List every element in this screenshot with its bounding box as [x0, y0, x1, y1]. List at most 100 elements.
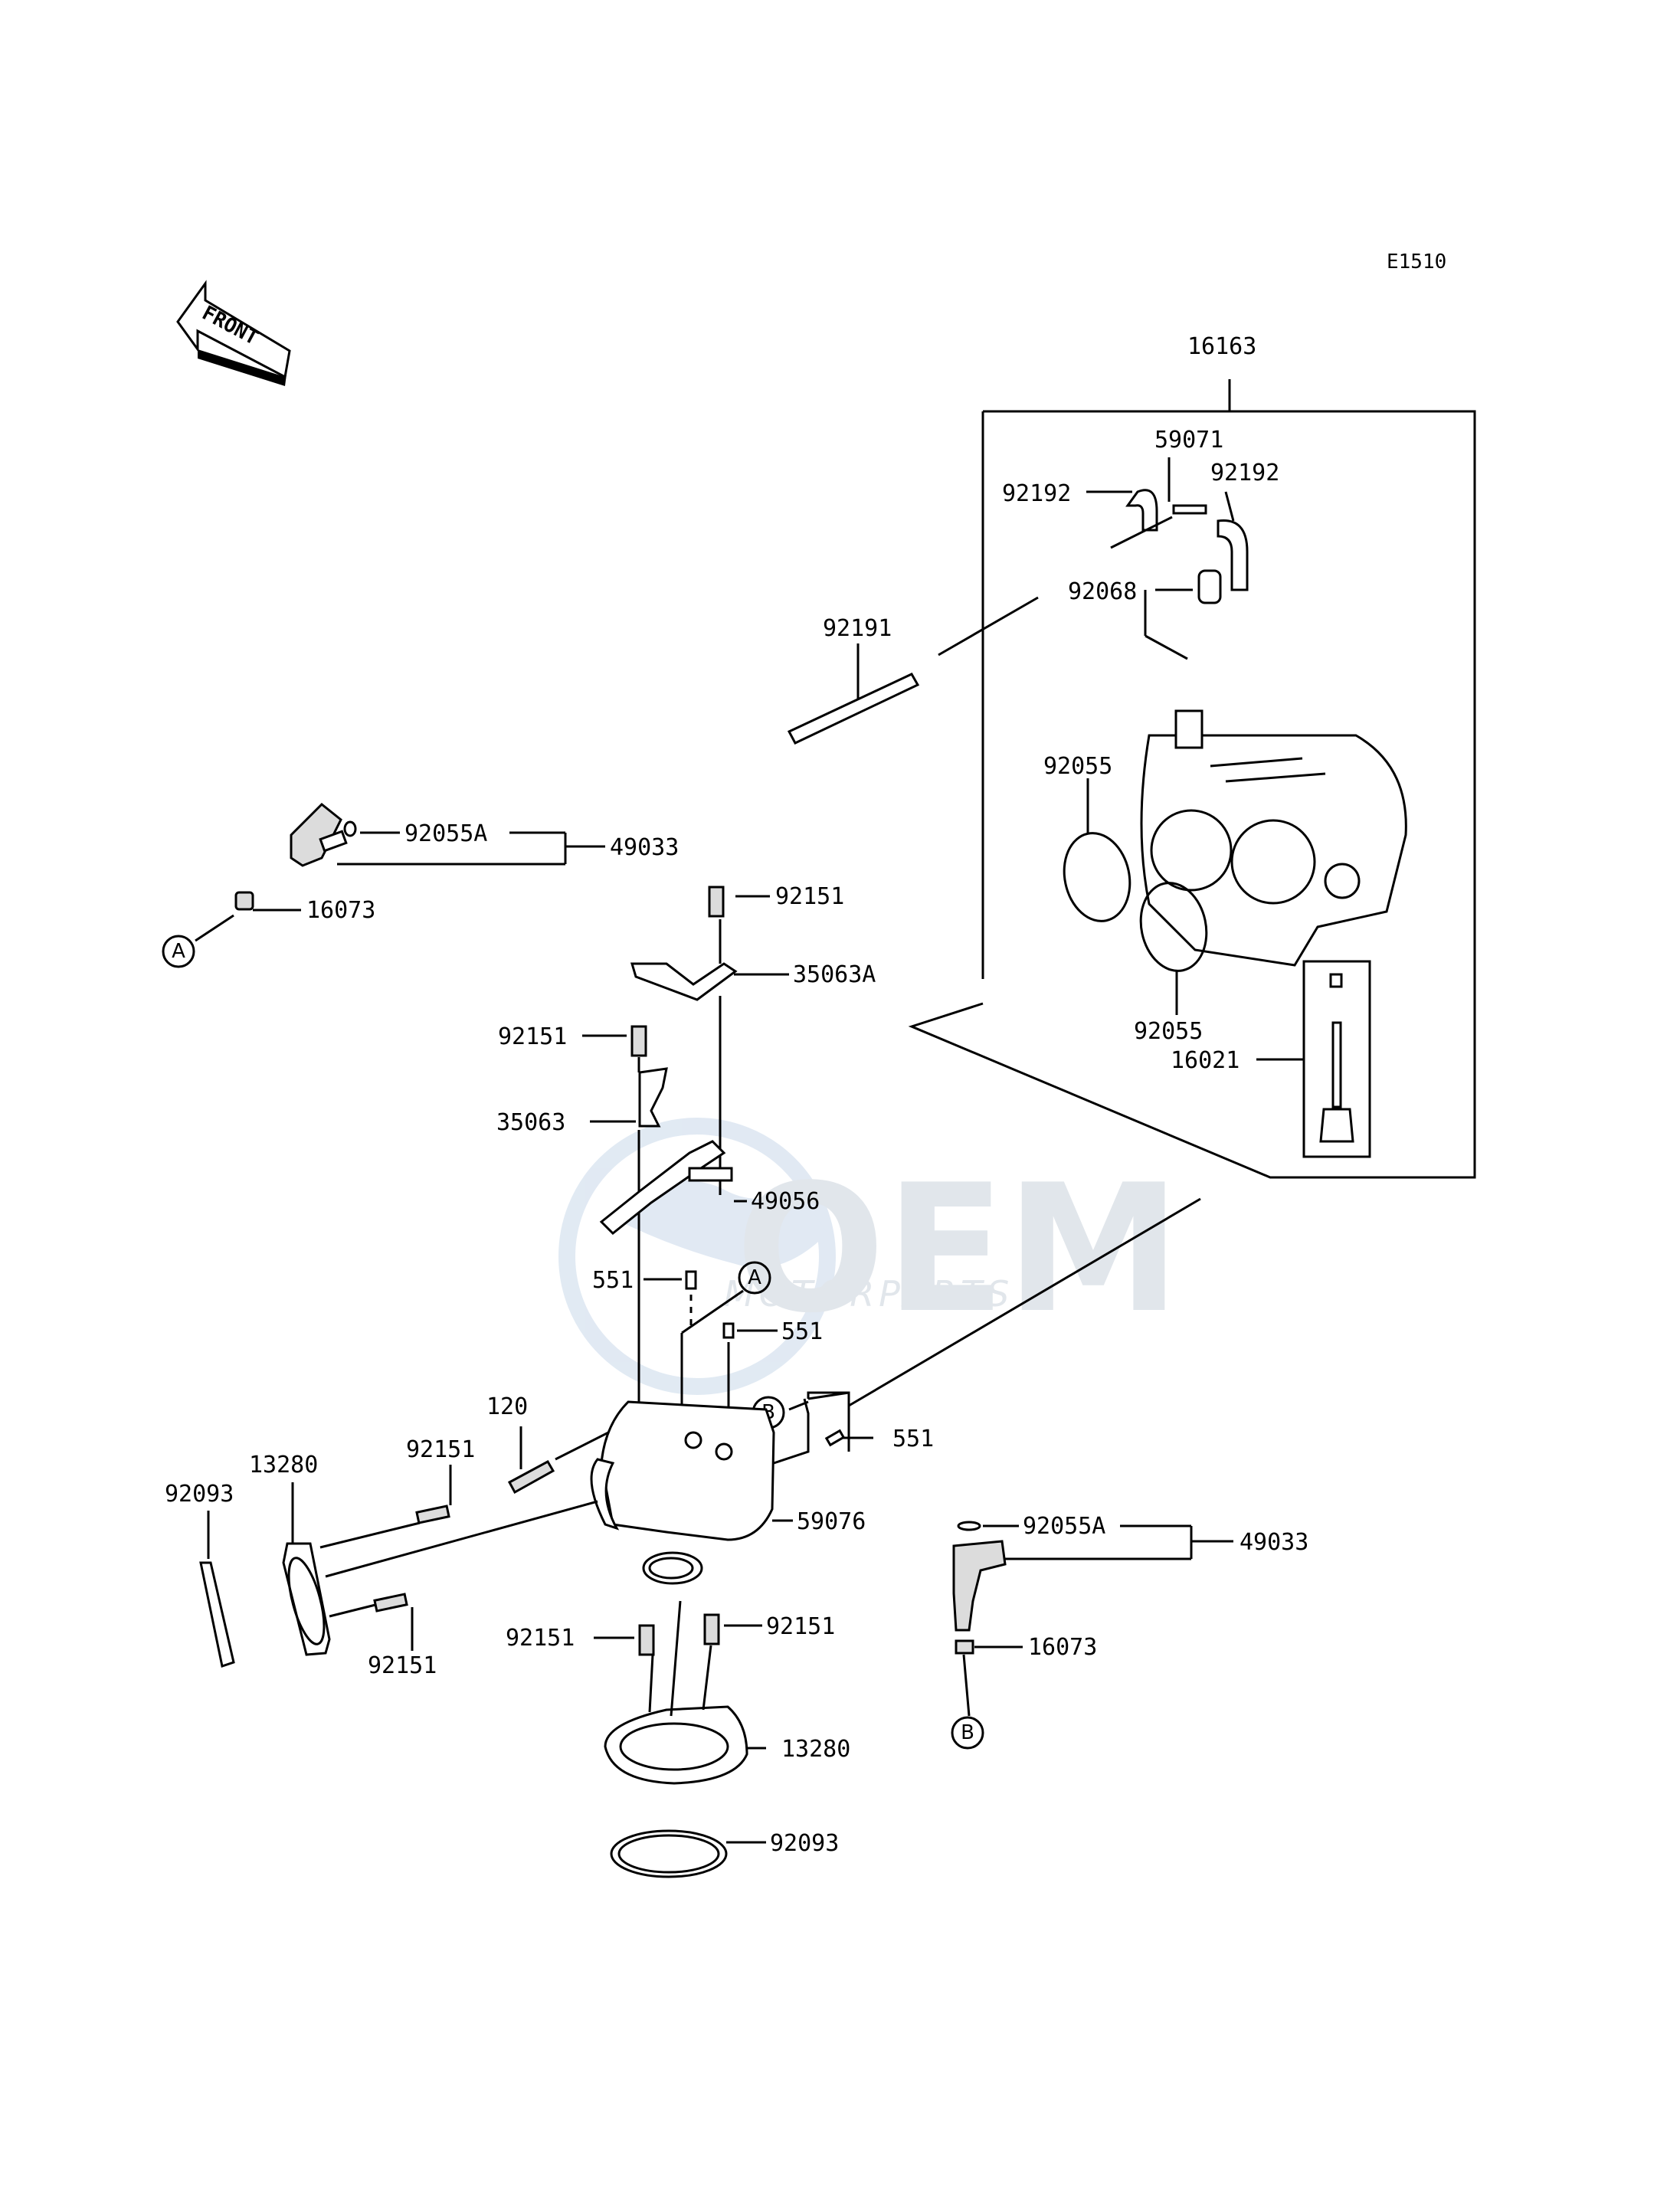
- flange-13280-bottom-bore: [619, 1722, 729, 1771]
- bottom-flange-group: 92151 92151 13280 92093: [506, 1600, 850, 1878]
- ref-a-left: A: [172, 940, 185, 963]
- label-16163: 16163: [1187, 333, 1256, 360]
- flange-13280-left-bore: [287, 1557, 326, 1645]
- label-16021: 16021: [1171, 1047, 1240, 1074]
- leader-hose-down: [1110, 516, 1173, 549]
- leader-ref-b-bracket: [773, 1398, 810, 1465]
- injector-49033-upper: 92055A 49033 16073 A: [162, 802, 679, 968]
- label-16073-upper: 16073: [306, 897, 375, 924]
- throttle-body-detail-2: [1225, 772, 1326, 783]
- pin-551-a: [685, 1270, 697, 1290]
- bracket-35063: [638, 1067, 668, 1128]
- throttle-bore-left: [1150, 809, 1233, 892]
- label-92055-b: 92055: [1134, 1018, 1203, 1045]
- cap-92068: [1197, 569, 1222, 604]
- label-551-a: 551: [592, 1267, 634, 1294]
- label-59076: 59076: [797, 1508, 866, 1535]
- injector-49033-lower: 92055A 49033 16073 B: [951, 1513, 1308, 1750]
- label-92151-bottom-right: 92151: [766, 1613, 835, 1640]
- fuel-pipe-flange: [688, 1167, 733, 1182]
- vacuum-hoses: 59071 92192 92192 92068: [1002, 427, 1279, 660]
- leader-bolt-bottom-right-down: [702, 1645, 712, 1711]
- bolt-120-group: 120: [486, 1393, 621, 1495]
- bracket-35063A-group: 92151 35063A: [630, 883, 876, 1195]
- label-92055-a: 92055: [1043, 753, 1112, 780]
- sensor-cap: [1329, 973, 1343, 988]
- pin-551-b: [722, 1322, 735, 1339]
- intake-body-hole-1: [684, 1431, 702, 1449]
- bolt-92151-bottom-left: [638, 1624, 655, 1656]
- injector-body-lower: [952, 1540, 1007, 1632]
- leader-92192-right: [1224, 491, 1235, 522]
- leader-flange-to-body: [325, 1500, 598, 1578]
- label-92151-lower-left: 92151: [368, 1652, 437, 1679]
- watermark: OEM MOTORPARTS: [558, 1118, 1181, 1395]
- leader-ref-a-center: [681, 1289, 744, 1334]
- hose-92191: [787, 673, 920, 745]
- intake-body-59076: 59076: [590, 1400, 866, 1585]
- throttle-bore-right: [1230, 819, 1316, 905]
- label-49056: 49056: [751, 1188, 820, 1215]
- pin-551-c: [824, 1429, 846, 1447]
- bracket-35063-group: 92151 35063: [496, 1023, 668, 1417]
- ref-a-center: A: [748, 1266, 761, 1289]
- intake-body-outlet: [648, 1557, 694, 1580]
- throttle-body-assembly-box: 16163: [908, 333, 1476, 1179]
- bolt-92151-bottom-right: [703, 1613, 720, 1645]
- pins-551: 551 551 551: [592, 1267, 934, 1452]
- label-92055A-lower: 92055A: [1023, 1513, 1105, 1540]
- o-ring-92055-b: [1139, 882, 1208, 972]
- label-551-b: 551: [781, 1318, 823, 1345]
- watermark-globe-icon: [558, 1118, 836, 1395]
- leader-ref-b-right: [807, 1391, 850, 1452]
- cap-16073-upper: [234, 891, 254, 911]
- bolt-92151-top: [708, 886, 725, 918]
- o-ring-92055-a: [1063, 832, 1131, 922]
- label-92192-left: 92192: [1002, 480, 1071, 507]
- label-92151-bottom-left: 92151: [506, 1625, 575, 1652]
- cap-16073-lower: [955, 1639, 974, 1655]
- leader-flange-lower: [329, 1603, 376, 1618]
- sensor-shaft: [1331, 1021, 1342, 1108]
- label-120: 120: [486, 1393, 528, 1420]
- sensor-16021-group: 16021: [1171, 960, 1371, 1158]
- bolt-92151-upper-left: [415, 1505, 450, 1524]
- label-16073-lower: 16073: [1028, 1634, 1097, 1661]
- leader-to-throttle-body: [848, 1197, 1201, 1407]
- label-59071: 59071: [1154, 427, 1223, 453]
- o-rings-92055: 92055 92055: [1043, 753, 1208, 1045]
- hose-92191-group: 92191: [787, 596, 1039, 745]
- leader-outlet-down: [670, 1600, 682, 1717]
- injector-body-upper: [290, 802, 342, 867]
- bolt-92151-lower-left: [373, 1593, 408, 1613]
- seal-92093-bottom-inner: [617, 1834, 720, 1874]
- o-ring-92055A-lower: [957, 1521, 981, 1531]
- leader-92068-body: [1145, 634, 1188, 660]
- bolt-92151-left: [630, 1025, 647, 1057]
- label-92093-bottom: 92093: [770, 1830, 839, 1857]
- throttle-pulley: [1324, 863, 1361, 899]
- joint-59071: [1172, 504, 1207, 515]
- seal-92093-left: [199, 1561, 235, 1668]
- intake-body: [600, 1400, 775, 1541]
- label-92191: 92191: [823, 615, 892, 642]
- bracket-35063A: [630, 962, 738, 1001]
- label-92055A-upper: 92055A: [404, 820, 487, 847]
- ref-b-lower: B: [961, 1721, 974, 1744]
- intake-body-hole-2: [715, 1442, 733, 1461]
- flange-13280-bottom: [604, 1705, 748, 1785]
- watermark-main-text: OEM: [735, 1148, 1181, 1352]
- label-35063: 35063: [496, 1109, 565, 1136]
- label-35063A: 35063A: [793, 961, 876, 988]
- throttle-sensor-connector: [1174, 709, 1204, 749]
- leader-flange-upper: [319, 1521, 421, 1549]
- label-92151-upper-left: 92151: [406, 1436, 475, 1463]
- assembly-outline: [908, 410, 1476, 1179]
- injector-nozzle-upper: [319, 830, 348, 853]
- label-92151-left: 92151: [498, 1023, 567, 1050]
- hose-92192-right: [1217, 519, 1249, 591]
- label-92093-left: 92093: [165, 1481, 234, 1508]
- ref-circle-b-lower: [951, 1716, 984, 1750]
